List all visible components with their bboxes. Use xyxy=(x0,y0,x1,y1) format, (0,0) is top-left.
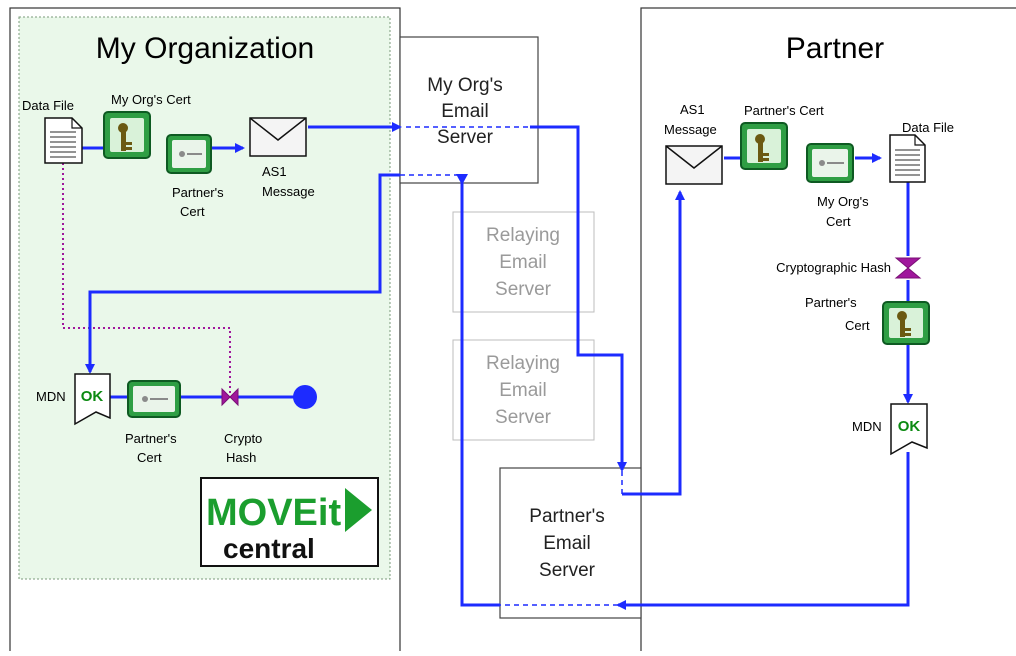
relay-label-line: Email xyxy=(499,252,547,273)
crypto-hash-icon xyxy=(221,387,239,407)
partner-as1-envelope-icon xyxy=(665,145,723,185)
org-mdn-cert-label: Cert xyxy=(137,450,162,465)
org-ok-text: OK xyxy=(81,388,104,405)
server-label-line: My Org's xyxy=(427,75,502,96)
org-crypto-hash-label: Crypto xyxy=(224,431,262,446)
partner-cert2-label: Cert xyxy=(845,318,870,333)
org-partner-cert-label: Cert xyxy=(180,204,205,219)
partner-cert2-icon xyxy=(882,301,930,345)
server-label-line: Server xyxy=(539,560,596,581)
relay-label-line: Relaying xyxy=(486,353,560,374)
relay-label-line: Email xyxy=(499,380,547,401)
org-crypto-hash-label: Hash xyxy=(226,450,256,465)
partner-crypto-hash-label: Cryptographic Hash xyxy=(776,260,891,275)
flow-return-to-mdn xyxy=(85,173,400,374)
relaying-email-server-1: Relaying Email Server xyxy=(452,211,595,313)
verification-complete-dot xyxy=(293,385,317,409)
partner-key-cert-icon xyxy=(740,122,788,170)
relay-label-line: Relaying xyxy=(486,225,560,246)
data-file-icon xyxy=(44,117,83,164)
server-pass-through xyxy=(400,126,623,606)
partner-ok-text: OK xyxy=(898,418,921,435)
partner-crypto-hash-icon xyxy=(894,257,922,279)
partner-my-org-cert-label: My Org's xyxy=(817,194,869,209)
partner-cert-icon xyxy=(166,134,212,174)
flow-to-partner-as1 xyxy=(622,190,685,496)
mdn-document-icon: OK xyxy=(74,373,111,426)
server-label-line: Server xyxy=(437,127,494,148)
server-label-line: Partner's xyxy=(529,506,604,527)
partner-mdn-label: MDN xyxy=(852,419,882,434)
flow-my-server-relay xyxy=(530,125,627,472)
relay-label-line: Server xyxy=(495,279,552,300)
partner-panel xyxy=(640,7,1016,656)
partner-mdn-document-icon: OK xyxy=(890,403,928,456)
org-as1-label: AS1 xyxy=(262,164,287,179)
flow-mdn-return xyxy=(616,452,910,610)
partner-cert2-label: Partner's xyxy=(805,295,857,310)
partner-data-file-label: Data File xyxy=(902,120,954,135)
flow-return-up xyxy=(460,178,500,607)
partner-cert-label: Partner's Cert xyxy=(744,103,824,118)
server-label-line: Email xyxy=(441,101,489,122)
logo-line-1: MOVEit xyxy=(206,492,341,534)
server-label-line: Email xyxy=(543,533,591,554)
message-flow xyxy=(82,122,913,610)
logo-line-2: central xyxy=(223,533,315,564)
org-mdn-cert-label: Partner's xyxy=(125,431,177,446)
partner-my-org-cert-label: Cert xyxy=(826,214,851,229)
partner-as1-label: AS1 xyxy=(680,102,705,117)
partner-my-org-cert-icon xyxy=(806,143,854,183)
mdn-partner-cert-icon xyxy=(127,380,181,418)
partner-title: Partner xyxy=(786,32,884,65)
partner-data-file-icon xyxy=(889,134,926,183)
org-as1-label: Message xyxy=(262,184,315,199)
my-org-email-server: My Org's Email Server xyxy=(399,36,539,184)
moveit-central-logo: MOVEit central xyxy=(200,477,379,567)
my-org-cert-icon xyxy=(103,111,151,159)
org-mdn-label: MDN xyxy=(36,389,66,404)
as1-message-envelope-icon xyxy=(249,117,307,157)
org-my-cert-label: My Org's Cert xyxy=(111,92,191,107)
org-data-file-label: Data File xyxy=(22,98,74,113)
partner-as1-label: Message xyxy=(664,122,717,137)
org-partner-cert-label: Partner's xyxy=(172,185,224,200)
relaying-email-server-2: Relaying Email Server xyxy=(452,339,595,441)
flow-return-arrowhead xyxy=(456,174,468,185)
relay-label-line: Server xyxy=(495,407,552,428)
org-title: My Organization xyxy=(96,32,314,65)
partner-email-server: Partner's Email Server xyxy=(499,467,642,619)
